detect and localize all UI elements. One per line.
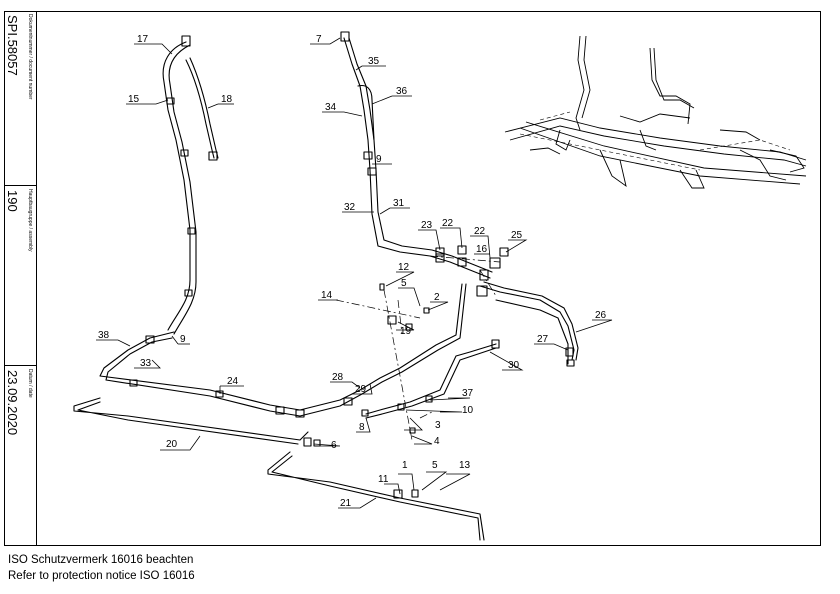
callout-31: 31 xyxy=(393,198,405,209)
assembly-thumbnail xyxy=(504,35,807,189)
assembly-cell: Hauptbaugruppe / assembly 190 xyxy=(4,186,36,366)
callout-5a: 5 xyxy=(401,278,407,289)
callout-13: 13 xyxy=(459,460,471,471)
callout-19: 19 xyxy=(400,326,412,337)
callout-2: 2 xyxy=(434,292,440,303)
pipe-30 xyxy=(365,343,497,419)
callout-33: 33 xyxy=(140,358,152,369)
callout-30: 30 xyxy=(508,360,520,371)
pipe-35-36 xyxy=(343,37,493,279)
callout-22b: 22 xyxy=(474,226,486,237)
callout-27: 27 xyxy=(537,334,549,345)
callout-21: 21 xyxy=(340,498,352,509)
callout-8: 8 xyxy=(359,422,365,433)
pipe-26 xyxy=(479,281,579,365)
drawing-frame xyxy=(4,11,821,546)
callout-18: 18 xyxy=(221,94,233,105)
callout-23: 23 xyxy=(421,220,433,231)
callout-15: 15 xyxy=(128,94,140,105)
callout-24: 24 xyxy=(227,376,239,387)
callout-12: 12 xyxy=(398,262,410,273)
callout-14: 14 xyxy=(321,290,333,301)
callout-3: 3 xyxy=(435,420,441,431)
callout-9a: 9 xyxy=(180,334,186,345)
callout-20: 20 xyxy=(166,439,178,450)
callout-29: 29 xyxy=(355,384,367,395)
callout-1: 1 xyxy=(402,460,408,471)
pipe-20 xyxy=(73,397,309,445)
callout-9b: 9 xyxy=(376,154,382,165)
callout-28: 28 xyxy=(332,372,344,383)
protection-notice: ISO Schutzvermerk 16016 beachten Refer t… xyxy=(8,552,195,584)
callout-37: 37 xyxy=(462,388,474,399)
callout-36: 36 xyxy=(396,86,408,97)
document-number-cell: Dokumentnummer / document number SPI.580… xyxy=(4,11,36,186)
pipe-21 xyxy=(267,451,485,541)
callout-38: 38 xyxy=(98,330,110,341)
callout-32: 32 xyxy=(344,202,356,213)
callout-10: 10 xyxy=(462,405,474,416)
pipe-24 xyxy=(99,283,467,417)
protection-notice-en: Refer to protection notice ISO 16016 xyxy=(8,570,195,582)
pipe-18 xyxy=(185,59,215,159)
title-block: Dokumentnummer / document number SPI.580… xyxy=(4,11,37,546)
callout-17: 17 xyxy=(137,34,149,45)
callout-4: 4 xyxy=(434,436,440,447)
callout-7: 7 xyxy=(316,34,322,45)
callout-16: 16 xyxy=(476,244,488,255)
leader-lines xyxy=(96,37,613,509)
callout-25: 25 xyxy=(511,230,523,241)
callout-6: 6 xyxy=(331,440,337,451)
callout-22a: 22 xyxy=(442,218,454,229)
callout-35: 35 xyxy=(368,56,380,67)
callout-5b: 5 xyxy=(432,460,438,471)
callout-34: 34 xyxy=(325,102,337,113)
callout-26: 26 xyxy=(595,310,607,321)
protection-notice-de: ISO Schutzvermerk 16016 beachten xyxy=(8,554,194,566)
callout-11: 11 xyxy=(378,474,389,485)
callout-labels: 17 15 18 38 33 9 24 20 7 35 34 36 32 31 … xyxy=(98,34,607,509)
